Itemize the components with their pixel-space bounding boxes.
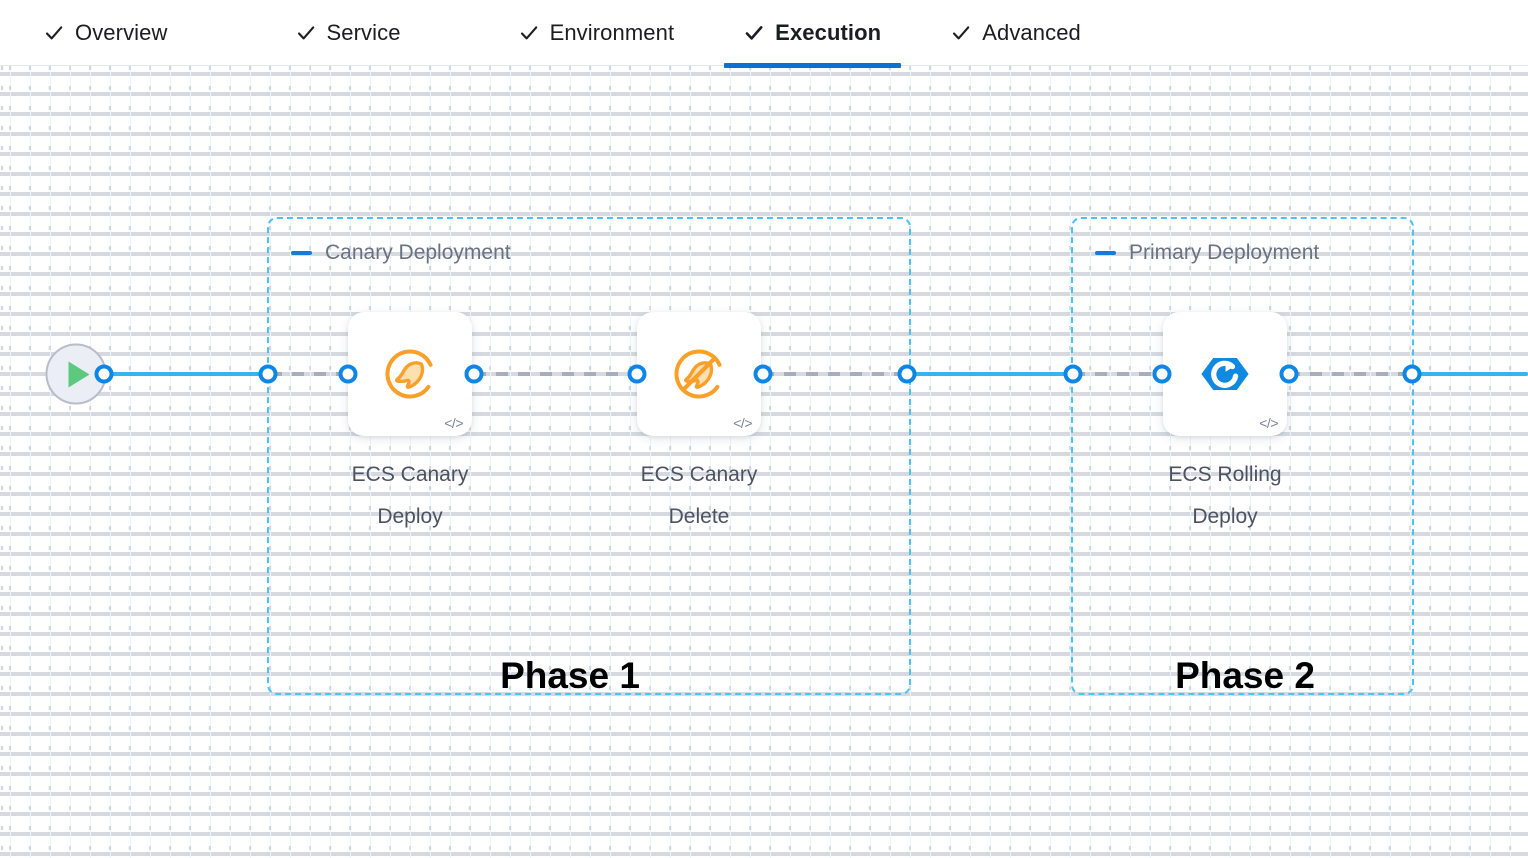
tab-service-label: Service: [326, 19, 401, 45]
node-card[interactable]: </>: [348, 312, 472, 436]
edge-primary-group-to-rolling: [1073, 372, 1163, 376]
node-ecs-canary-deploy[interactable]: </>: [348, 312, 472, 436]
check-icon: [296, 23, 316, 43]
port-ecs-canary-deploy-out[interactable]: [464, 364, 484, 384]
group-primary-deployment-title: Primary Deployment: [1129, 241, 1320, 264]
check-icon: [519, 23, 539, 43]
play-icon: [68, 361, 90, 387]
node-card[interactable]: </>: [637, 312, 761, 436]
group-layer: Canary Deployment Primary Deployment: [0, 66, 1528, 858]
tab-advanced-label: Advanced: [982, 19, 1081, 45]
port-canary-group-in[interactable]: [258, 364, 278, 384]
ecs-canary-deploy-icon: [383, 347, 437, 401]
group-canary-deployment[interactable]: Canary Deployment: [267, 217, 911, 695]
check-icon: [44, 23, 64, 43]
node-card[interactable]: </>: [1163, 312, 1287, 436]
ecs-rolling-deploy-icon: [1198, 347, 1252, 401]
label-layer: ECS Canary Deploy ECS Canary Delete ECS …: [0, 66, 1528, 858]
tab-service[interactable]: Service: [276, 0, 421, 66]
minus-icon[interactable]: [1095, 251, 1116, 255]
node-ecs-canary-deploy-label: ECS Canary Deploy: [351, 463, 469, 528]
node-ecs-canary-delete-label: ECS Canary Delete: [640, 463, 758, 528]
check-icon: [951, 23, 971, 43]
edge-canary-group-to-deploy: [270, 372, 350, 376]
edge-deploy-to-delete: [474, 372, 639, 376]
phase-1-caption: Phase 1: [500, 655, 640, 696]
tab-environment-label: Environment: [549, 19, 675, 45]
tab-environment[interactable]: Environment: [499, 0, 695, 66]
port-primary-group-in[interactable]: [1063, 364, 1083, 384]
group-primary-deployment[interactable]: Primary Deployment: [1071, 217, 1414, 695]
node-code-icon[interactable]: </>: [444, 415, 463, 431]
tab-execution-label: Execution: [775, 19, 882, 45]
minus-icon[interactable]: [291, 251, 312, 255]
node-ecs-rolling-deploy[interactable]: </>: [1163, 312, 1287, 436]
tab-overview-label: Overview: [75, 19, 168, 45]
edge-rolling-to-primary-group-exit: [1288, 372, 1413, 376]
edge-delete-to-canary-group-exit: [762, 372, 909, 376]
pipeline-canvas[interactable]: Canary Deployment Primary Deployment: [0, 66, 1528, 858]
port-start-out[interactable]: [94, 364, 114, 384]
node-code-icon[interactable]: </>: [733, 415, 752, 431]
port-ecs-canary-delete-out[interactable]: [753, 364, 773, 384]
edge-canary-group-to-primary-group: [907, 372, 1074, 376]
group-canary-deployment-header[interactable]: Canary Deployment: [291, 241, 511, 265]
port-canary-group-out[interactable]: [897, 364, 917, 384]
port-ecs-rolling-deploy-in[interactable]: [1152, 364, 1172, 384]
tab-advanced[interactable]: Advanced: [931, 0, 1101, 66]
pipeline-step-tabs: Overview Service Environment Execution A: [0, 0, 1528, 68]
group-primary-deployment-header[interactable]: Primary Deployment: [1095, 241, 1319, 265]
node-code-icon[interactable]: </>: [1259, 415, 1278, 431]
tab-overview[interactable]: Overview: [24, 0, 188, 66]
port-ecs-canary-delete-in[interactable]: [627, 364, 647, 384]
node-ecs-rolling-deploy-label: ECS Rolling Deploy: [1168, 463, 1282, 528]
edge-primary-group-to-next: [1412, 372, 1528, 376]
node-ecs-canary-delete[interactable]: </>: [637, 312, 761, 436]
port-primary-group-out[interactable]: [1402, 364, 1422, 384]
port-ecs-canary-deploy-in[interactable]: [338, 364, 358, 384]
check-icon: [744, 23, 764, 43]
tab-execution[interactable]: Execution: [724, 0, 902, 68]
port-ecs-rolling-deploy-out[interactable]: [1279, 364, 1299, 384]
node-layer: </> </>: [0, 66, 1528, 858]
edge-layer: [0, 66, 1528, 858]
phase-2-caption: Phase 2: [1175, 655, 1315, 696]
group-canary-deployment-title: Canary Deployment: [325, 241, 511, 264]
edge-start-to-canary-group: [103, 372, 270, 376]
ecs-canary-delete-icon: [672, 347, 726, 401]
